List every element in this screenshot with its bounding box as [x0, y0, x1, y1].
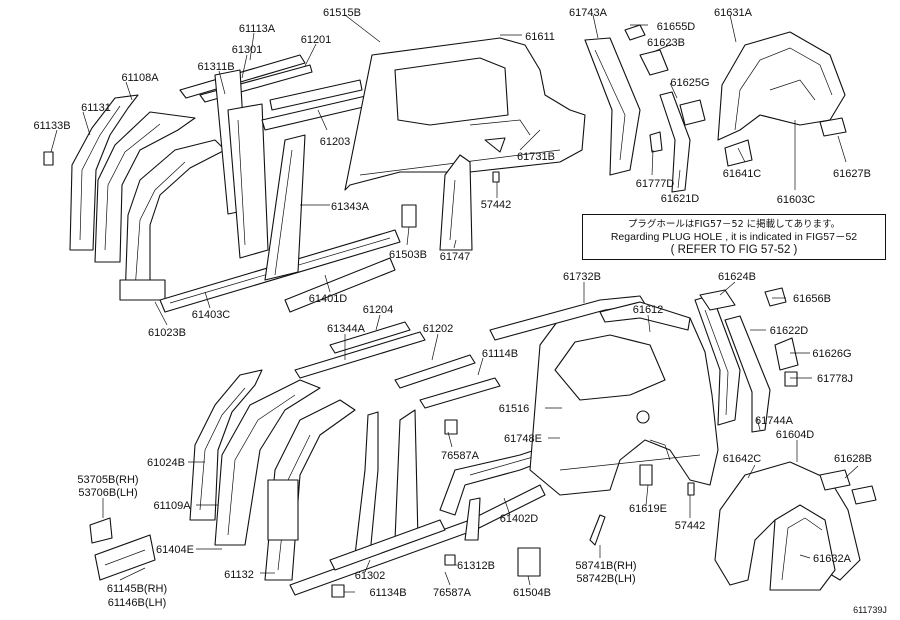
label-61641C: 61641C — [723, 168, 762, 180]
label-53705B: 53705B(RH) — [77, 474, 138, 486]
label-61655D: 61655D — [657, 21, 696, 33]
center-pillar-outer — [119, 139, 226, 301]
label-61401D: 61401D — [309, 293, 348, 305]
label-61132: 61132 — [224, 569, 254, 581]
label-61024B: 61024B — [147, 457, 185, 469]
label-61642C: 61642C — [723, 453, 762, 465]
label-57442-bottom: 57442 — [675, 520, 706, 532]
small-fasteners-top — [43, 137, 506, 228]
label-61108A: 61108A — [121, 72, 159, 84]
rear-pillar-reinforcement — [584, 37, 641, 176]
label-61731B: 61731B — [517, 151, 555, 163]
label-61748E: 61748E — [504, 433, 542, 445]
label-61402D: 61402D — [500, 513, 539, 525]
roof-rail-brace — [261, 79, 373, 131]
figure-code: 611739J — [853, 605, 887, 615]
small-fasteners-bottom — [89, 419, 695, 598]
label-61744A: 61744A — [755, 415, 794, 427]
quarter-panel-outer-lower — [529, 304, 719, 496]
label-58742B: 58742B(LH) — [576, 573, 635, 585]
label-76587A-upper: 76587A — [441, 450, 480, 462]
label-61778J: 61778J — [817, 373, 853, 385]
note-japanese: プラグホールはFIG57－52 に掲載してあります。 — [627, 219, 841, 230]
label-61503B: 61503B — [389, 249, 427, 261]
label-61113A: 61113A — [239, 23, 276, 35]
label-61611: 61611 — [525, 31, 555, 43]
label-61311B: 61311B — [197, 61, 234, 73]
label-61343A: 61343A — [331, 201, 370, 213]
label-61202: 61202 — [423, 323, 454, 335]
label-61114B: 61114B — [482, 348, 518, 360]
label-61612: 61612 — [633, 304, 664, 316]
center-pillar-inner-lower — [264, 134, 396, 313]
rear-wheel-house-lower — [714, 461, 861, 591]
plug-hole-note: プラグホールはFIG57－52 に掲載してあります。 Regarding PLU… — [582, 214, 886, 260]
front-pillar-inner — [94, 111, 196, 263]
label-61621D: 61621D — [661, 193, 700, 205]
front-pillar-outer-lower — [189, 369, 263, 521]
part-number-labels: 61113A 61515B 61743A 61655D 61631A 61301… — [33, 7, 886, 615]
label-61632A: 61632A — [813, 553, 852, 565]
front-pillar-inner-lower — [214, 379, 321, 546]
label-61628B: 61628B — [834, 453, 872, 465]
label-61302: 61302 — [355, 570, 386, 582]
rear-wheel-house-outer — [717, 31, 846, 141]
label-61625G: 61625G — [670, 77, 709, 89]
bottom-right-brackets — [699, 287, 799, 387]
label-61624B: 61624B — [718, 271, 756, 283]
label-61777D: 61777D — [636, 178, 675, 190]
label-61504B: 61504B — [513, 587, 551, 599]
label-61623B: 61623B — [647, 37, 685, 49]
rear-wheel-house-brackets — [724, 117, 847, 167]
label-61203: 61203 — [320, 136, 351, 148]
label-53706B: 53706B(LH) — [78, 487, 137, 499]
label-61403C: 61403C — [192, 309, 231, 321]
label-61631A: 61631A — [714, 7, 753, 19]
label-61743A: 61743A — [569, 7, 608, 19]
label-61603C: 61603C — [777, 194, 816, 206]
label-61515B: 61515B — [323, 7, 361, 19]
front-pillar-outer-upper — [69, 94, 139, 251]
label-61656B: 61656B — [793, 293, 831, 305]
small-brackets-top — [624, 24, 706, 126]
center-pillar-reinforcement — [214, 69, 269, 259]
label-61023B: 61023B — [148, 327, 186, 339]
center-pillar-outer-lower — [264, 399, 356, 581]
back-door-opening-panel — [649, 91, 691, 193]
label-58741B: 58741B(RH) — [575, 560, 636, 572]
label-61131: 61131 — [81, 102, 111, 114]
center-pillar-inner-lower-b — [354, 409, 419, 556]
label-61301: 61301 — [232, 44, 263, 56]
label-61747: 61747 — [440, 251, 471, 263]
leader-lines — [50, 14, 859, 593]
label-57442-top: 57442 — [481, 199, 512, 211]
label-61627B: 61627B — [833, 168, 871, 180]
label-61201: 61201 — [301, 34, 332, 46]
quarter-inner-panel — [439, 154, 473, 251]
label-61146B: 61146B(LH) — [108, 597, 167, 609]
note-reference: ( REFER TO FIG 57-52 ) — [670, 244, 798, 256]
label-61604D: 61604D — [776, 429, 815, 441]
note-english: Regarding PLUG HOLE , it is indicated in… — [610, 231, 858, 243]
label-61404E: 61404E — [156, 544, 194, 556]
label-61619E: 61619E — [629, 503, 667, 515]
label-61622D: 61622D — [770, 325, 809, 337]
label-61312B: 61312B — [457, 560, 495, 572]
label-61516: 61516 — [499, 403, 530, 415]
roof-rail-rear-lower — [489, 295, 691, 341]
label-61109A: 61109A — [153, 500, 191, 512]
label-76587A-lower: 76587A — [433, 587, 472, 599]
label-61626G: 61626G — [812, 348, 851, 360]
label-61344A: 61344A — [327, 323, 366, 335]
quarter-panel-outer — [344, 37, 586, 191]
label-61134B: 61134B — [369, 587, 406, 599]
rear-wheel-house-lower-brackets — [819, 469, 877, 505]
label-61732B: 61732B — [563, 271, 601, 283]
label-61145B: 61145B(RH) — [107, 583, 167, 595]
label-61133B: 61133B — [33, 120, 70, 132]
roof-side-rail-lower — [294, 321, 501, 409]
label-61204: 61204 — [363, 304, 394, 316]
